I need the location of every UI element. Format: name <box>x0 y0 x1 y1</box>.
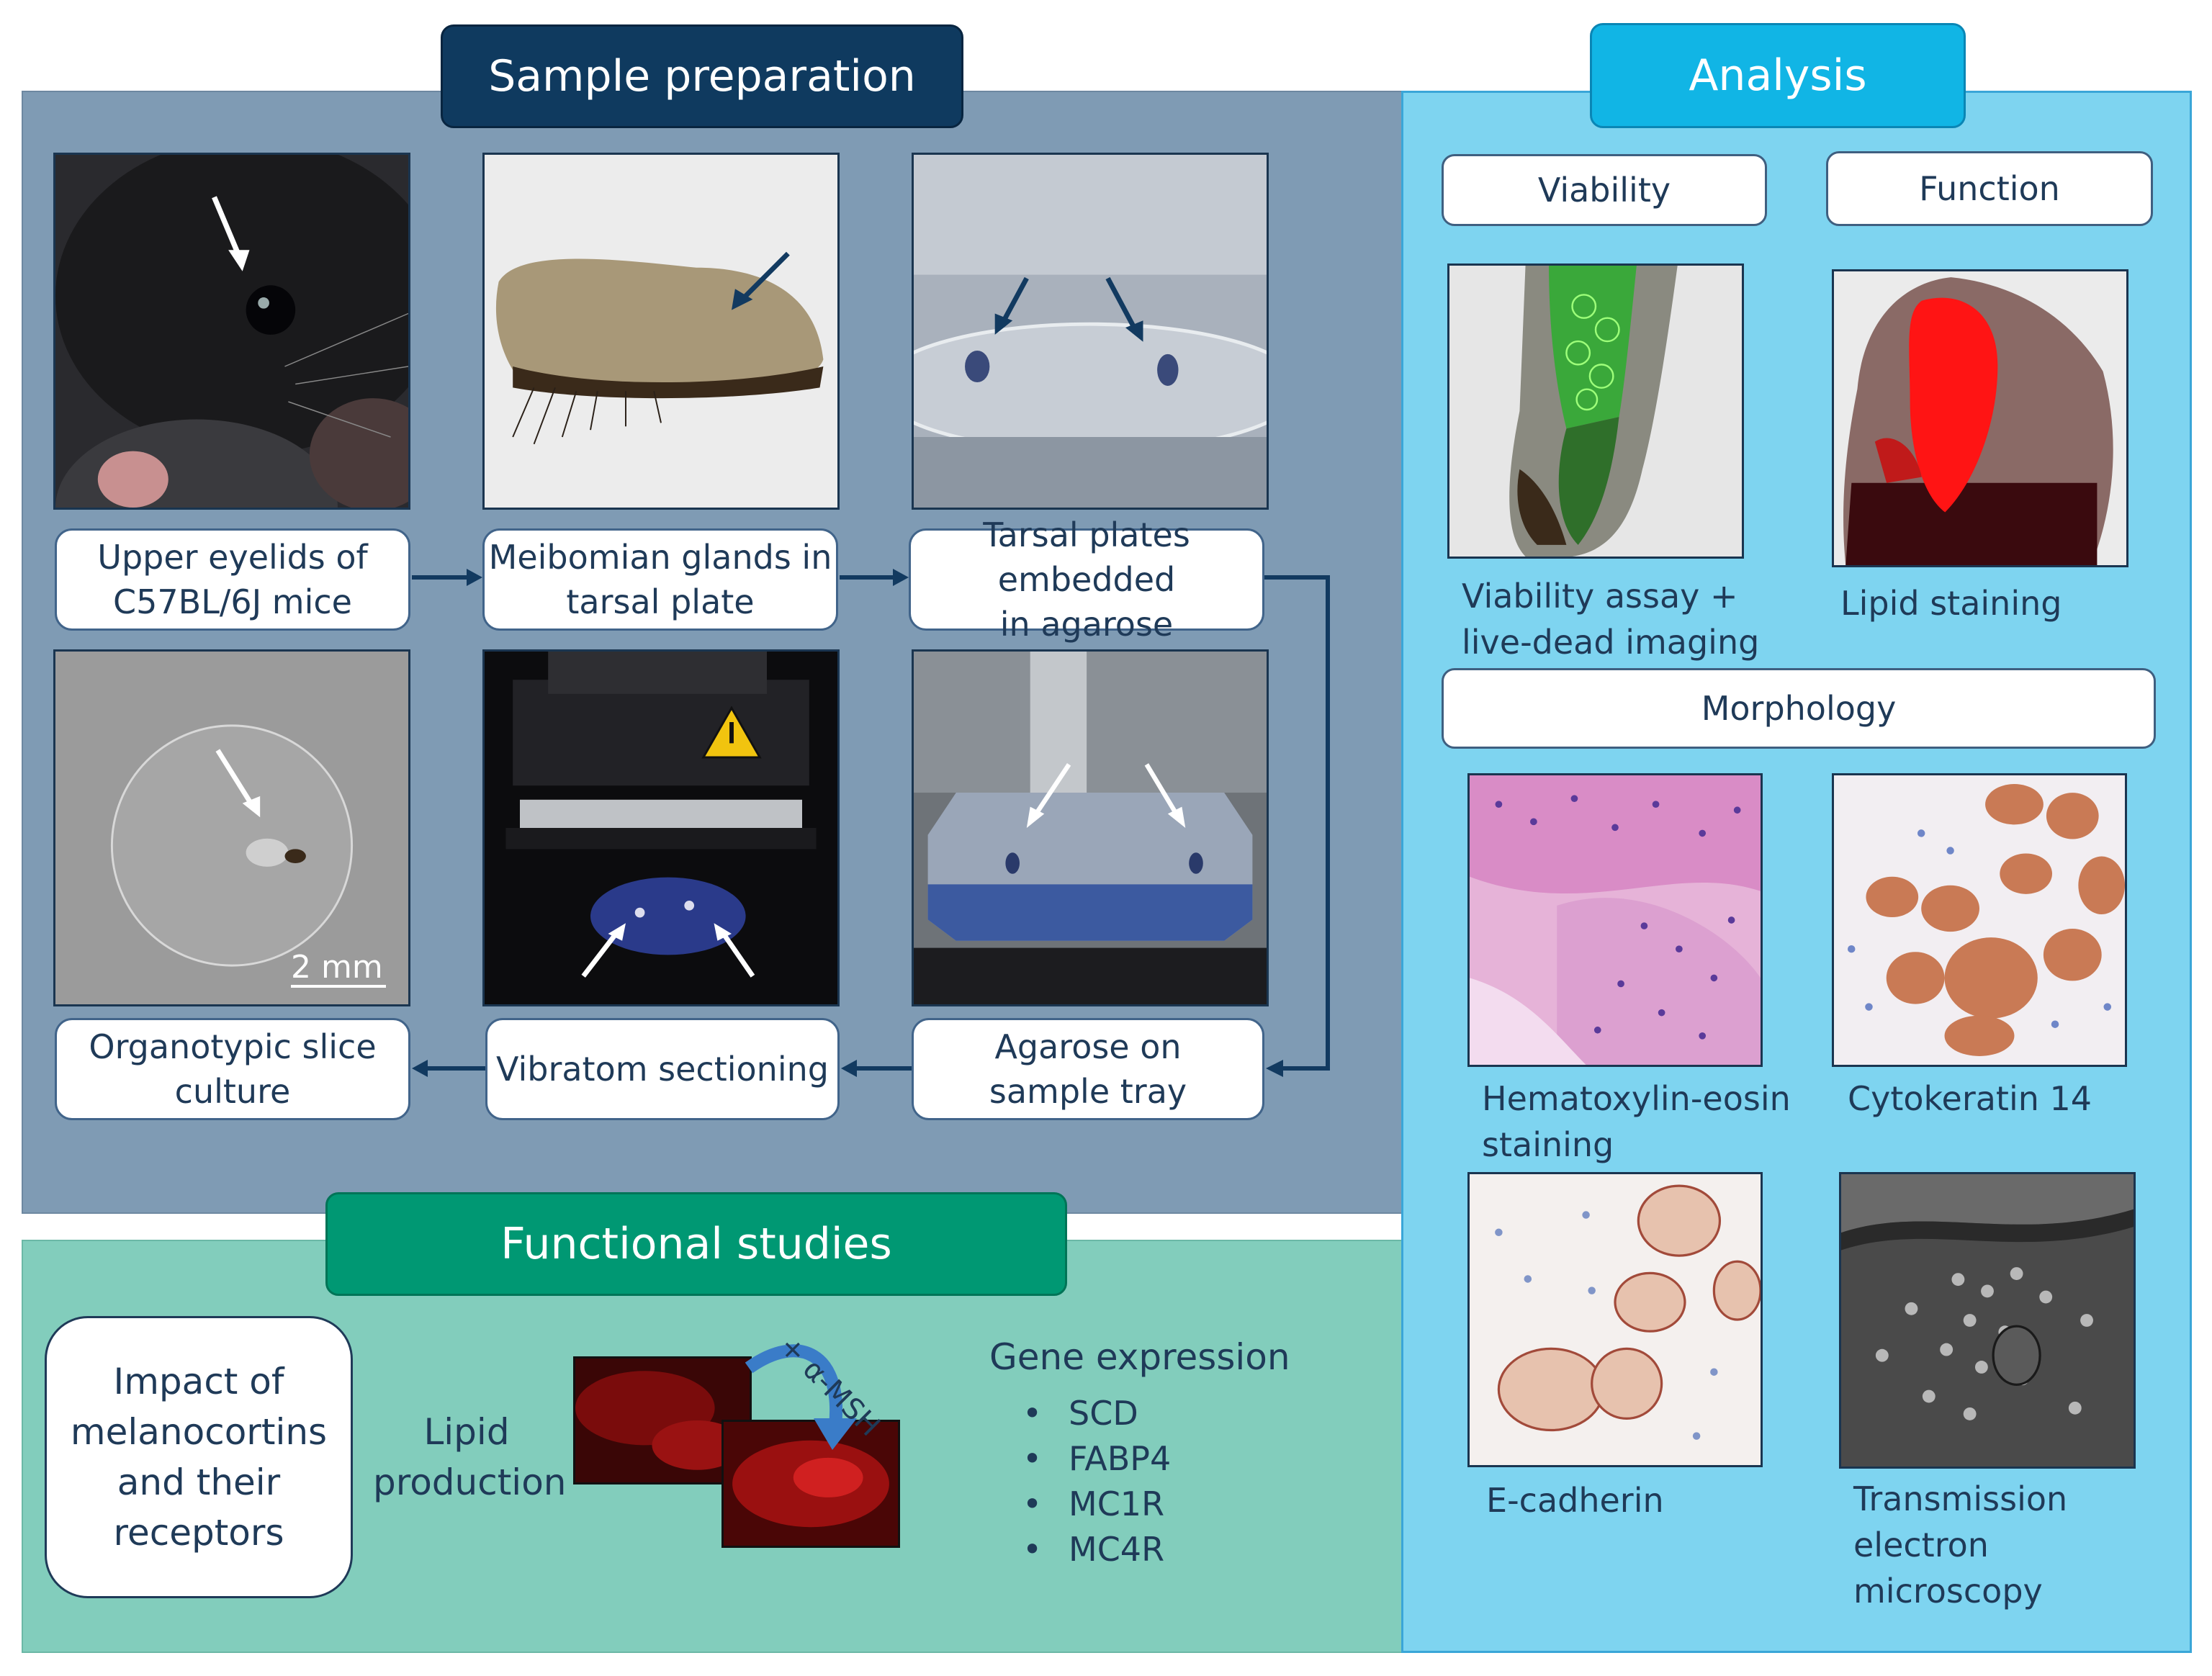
scale-bar-label: 2 mm <box>291 949 383 986</box>
gene-list: SCD FABP4 MC1R MC4R <box>1022 1391 1171 1572</box>
lipid-staining-image <box>1832 269 2128 567</box>
mouse-eyelid-photo <box>53 153 410 510</box>
lipid-image-treated <box>721 1420 900 1548</box>
sample-preparation-header: Sample preparation <box>441 24 963 128</box>
tem-image <box>1839 1172 2136 1469</box>
e-cadherin-caption: E-cadherin <box>1486 1481 1664 1520</box>
lipid-staining-caption: Lipid staining <box>1840 584 2062 623</box>
gene-item: MC1R <box>1022 1482 1171 1527</box>
morphology-label-box: Morphology <box>1442 668 2156 749</box>
gene-item: MC4R <box>1022 1527 1171 1572</box>
scale-bar <box>291 985 386 988</box>
vibratome-photo <box>482 649 840 1006</box>
sample-tray-photo <box>912 649 1269 1006</box>
live-dead-image <box>1447 263 1744 559</box>
viability-label-box: Viability <box>1442 154 1767 226</box>
function-label-box: Function <box>1826 151 2153 226</box>
functional-studies-header: Functional studies <box>325 1192 1067 1296</box>
lipid-image-control <box>573 1356 752 1484</box>
slice-culture-photo <box>53 649 410 1006</box>
analysis-header: Analysis <box>1590 23 1966 128</box>
gene-item: SCD <box>1022 1391 1171 1436</box>
e-cadherin-image <box>1467 1172 1763 1467</box>
meibomian-gland-photo <box>482 153 840 510</box>
hematoxylin-eosin-image <box>1467 773 1763 1067</box>
impact-melanocortins-box: Impact of melanocortins and their recept… <box>45 1316 353 1598</box>
cytokeratin-14-image <box>1832 773 2127 1067</box>
viability-caption: Viability assay +live-dead imaging <box>1462 577 1760 662</box>
gene-item: FABP4 <box>1022 1436 1171 1482</box>
agarose-embedding-photo <box>912 153 1269 510</box>
step-vibratom-sectioning: Vibratom sectioning <box>485 1018 840 1120</box>
gene-expression-title: Gene expression <box>989 1336 1290 1378</box>
cytokeratin-14-caption: Cytokeratin 14 <box>1848 1079 2092 1118</box>
